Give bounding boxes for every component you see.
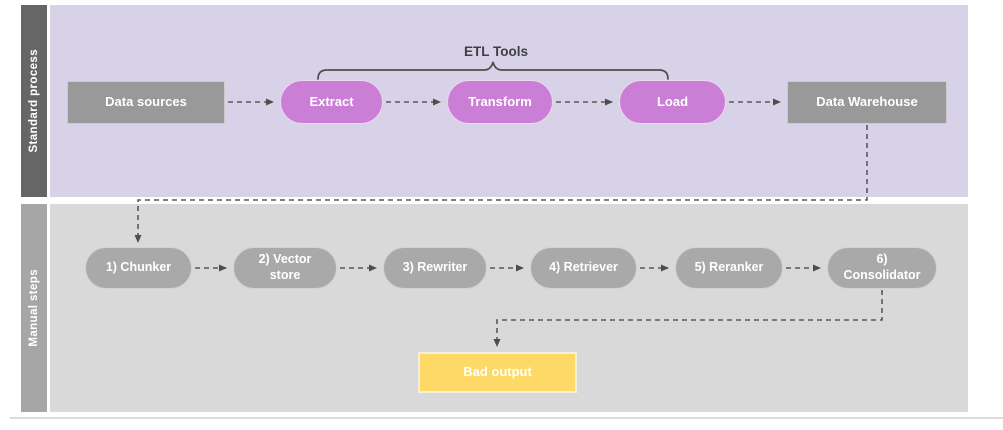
lane-label-standard-process-text: Standard process [28, 49, 40, 153]
lane-label-manual-steps-text: Manual steps [28, 269, 40, 347]
node-transform: Transform [447, 80, 553, 124]
node-bad-output: Bad output [418, 352, 577, 393]
node-data-sources: Data sources [67, 81, 225, 124]
lane-label-manual-steps: Manual steps [21, 204, 47, 412]
node-chunker: 1) Chunker [85, 247, 192, 289]
node-load: Load [619, 80, 726, 124]
node-vector-store: 2) Vector store [233, 247, 337, 289]
lane-label-standard-process: Standard process [21, 5, 47, 197]
node-extract: Extract [280, 80, 383, 124]
bottom-divider [10, 417, 1003, 419]
node-data-warehouse: Data Warehouse [787, 81, 947, 124]
node-retriever: 4) Retriever [530, 247, 637, 289]
node-rewriter: 3) Rewriter [383, 247, 487, 289]
node-consolidator: 6) Consolidator [827, 247, 937, 289]
node-reranker: 5) Reranker [675, 247, 783, 289]
etl-tools-label: ETL Tools [464, 44, 528, 59]
